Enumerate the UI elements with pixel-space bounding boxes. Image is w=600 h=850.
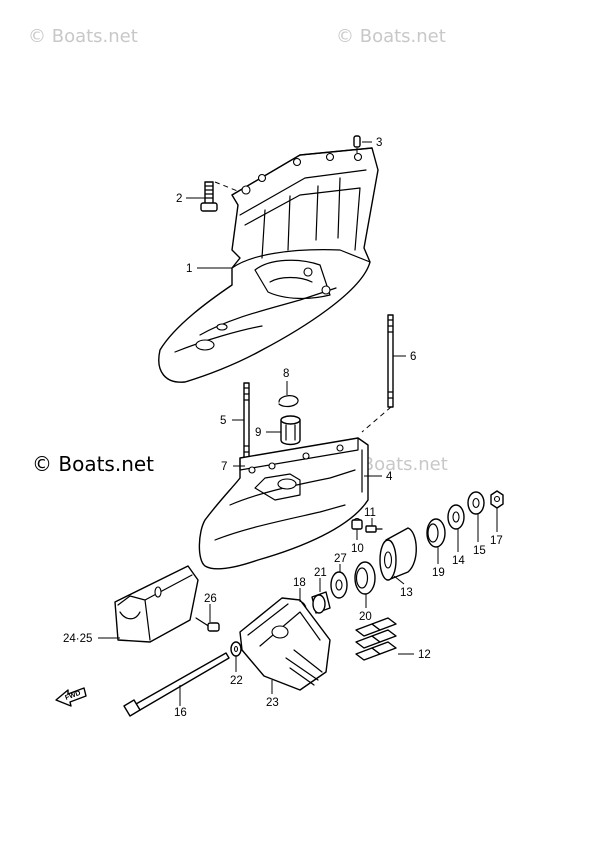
cup-part-20: [354, 561, 376, 595]
nut-part-10: [351, 519, 363, 530]
mount-bracket-part-23: [239, 597, 331, 691]
bolt-part-11: [365, 525, 383, 533]
callout-4: 4: [386, 471, 393, 483]
washer-part-14: [447, 504, 465, 530]
callout-21: 21: [314, 567, 327, 579]
drive-shaft-housing-upper: [158, 147, 379, 383]
stud-part-6: [387, 314, 394, 408]
watermark-top-left: © Boats.net: [28, 26, 138, 47]
stud-part-5: [243, 382, 250, 461]
callout-13: 13: [400, 587, 413, 599]
bushing-part-9: [280, 415, 301, 446]
callout-24-25: 24·25: [63, 633, 92, 645]
callout-3: 3: [376, 137, 382, 149]
callout-15: 15: [473, 545, 486, 557]
washer-part-22: [230, 641, 242, 657]
callout-12: 12: [418, 649, 431, 661]
callout-26: 26: [204, 593, 217, 605]
callout-10: 10: [351, 543, 364, 555]
callout-27: 27: [334, 553, 347, 565]
callout-9: 9: [255, 427, 261, 439]
shim-part-12: [355, 617, 397, 661]
leader-lines: [98, 141, 498, 706]
dowel-pin-part-3: [353, 135, 361, 148]
callout-20: 20: [359, 611, 372, 623]
drive-shaft-housing-lower: [198, 437, 369, 570]
watermark-top-right: © Boats.net: [336, 26, 446, 47]
circlip-part-8: [278, 395, 299, 408]
bolt-part-16: [123, 652, 230, 717]
washer-part-27: [330, 571, 348, 599]
callout-6: 6: [410, 351, 416, 363]
callout-11: 11: [364, 507, 376, 519]
bracket-part-24-25: [114, 565, 199, 643]
callout-1: 1: [186, 263, 192, 275]
bolt-part-2: [200, 181, 218, 212]
nut-part-17: [490, 490, 504, 509]
collar-part-21: [311, 591, 331, 614]
callout-14: 14: [452, 555, 465, 567]
callout-18: 18: [293, 577, 306, 589]
callout-7: 7: [221, 461, 227, 473]
callout-16: 16: [174, 707, 187, 719]
callout-numbers: 1 2 3 4 5 6 7 8 9 10 11 12 13 14 15 16 1…: [63, 137, 503, 719]
cup-part-19: [426, 518, 446, 548]
callout-5: 5: [220, 415, 226, 427]
callout-17: 17: [490, 535, 503, 547]
mount-rubber-part-13: [379, 527, 417, 581]
bolt-part-26: [195, 617, 220, 632]
forward-direction-arrow: FWD: [55, 687, 87, 707]
callout-8: 8: [283, 368, 289, 380]
washer-part-15: [467, 491, 485, 515]
callout-23: 23: [266, 697, 279, 709]
callout-22: 22: [230, 675, 243, 687]
callout-2: 2: [176, 193, 182, 205]
watermark-middle-dark: © Boats.net: [32, 452, 154, 476]
callout-19: 19: [432, 567, 445, 579]
